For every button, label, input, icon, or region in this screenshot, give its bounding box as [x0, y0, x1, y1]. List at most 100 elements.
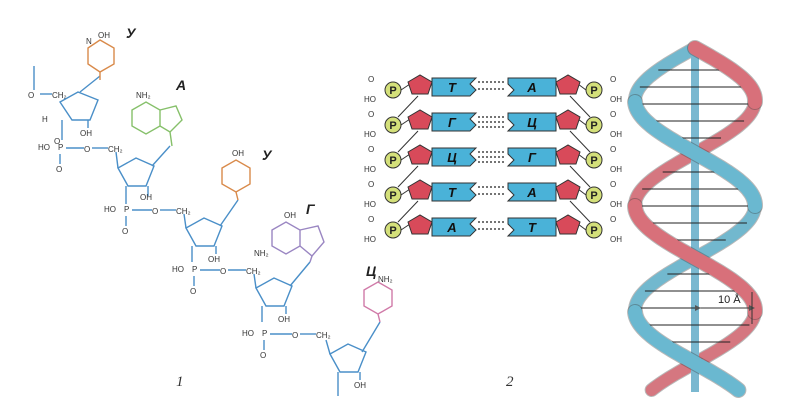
svg-text:OH: OH	[232, 149, 244, 158]
oxygen-label: O	[368, 180, 374, 189]
oxygen-label: O	[610, 145, 616, 154]
oxygen-label: O	[368, 75, 374, 84]
oxygen-label: O	[610, 110, 616, 119]
phosphate-label: P	[590, 190, 597, 202]
base-uracil-2	[221, 159, 251, 201]
helix-axis	[691, 46, 699, 392]
base-block-right	[506, 112, 557, 132]
deoxyribose-left	[407, 179, 433, 200]
svg-text:HO: HO	[242, 329, 254, 338]
svg-text:OH: OH	[278, 315, 290, 324]
phosphate-label: P	[389, 85, 396, 97]
base-letter-left: А	[446, 220, 456, 235]
svg-text:O: O	[292, 331, 298, 340]
svg-text:NH₂: NH₂	[254, 249, 269, 258]
hydroxyl-label: HO	[364, 130, 376, 139]
svg-text:OH: OH	[284, 211, 296, 220]
base-uracil-1	[87, 39, 115, 80]
base-letter-5: Ц	[366, 263, 376, 279]
phosphate-label: P	[590, 155, 597, 167]
hydroxyl-label: HO	[364, 95, 376, 104]
phosphate-label: P	[590, 85, 597, 97]
svg-text:OH: OH	[98, 31, 110, 40]
svg-text:HO: HO	[104, 205, 116, 214]
deoxyribose-right	[555, 214, 581, 235]
base-block-left	[431, 182, 478, 202]
double-helix-panel: 10 Å	[627, 40, 764, 398]
ribose-ring-4	[255, 277, 293, 307]
svg-text:OH: OH	[140, 193, 152, 202]
base-adenine	[131, 101, 183, 147]
base-block-left	[431, 77, 478, 97]
deoxyribose-left	[407, 109, 433, 130]
phosphate-label: P	[389, 120, 396, 132]
hydroxyl-label: OH	[610, 95, 622, 104]
svg-text:CH₂: CH₂	[246, 267, 261, 276]
base-letter-right: А	[526, 185, 536, 200]
strand-a-front	[628, 199, 763, 319]
phosphate-label: P	[590, 120, 597, 132]
atom-o: O	[28, 91, 34, 100]
phosphate-label: P	[590, 225, 597, 237]
hydroxyl-label: OH	[610, 165, 622, 174]
hydroxyl-label: OH	[610, 235, 622, 244]
svg-text:NH₂: NH₂	[136, 91, 151, 100]
base-cytosine	[363, 281, 393, 323]
base-letter-4: Г	[306, 201, 316, 217]
base-letter-left: Т	[448, 80, 457, 95]
oxygen-label: O	[610, 180, 616, 189]
svg-text:O: O	[54, 137, 60, 146]
hydroxyl-label: HO	[364, 165, 376, 174]
base-letter-3: У	[262, 147, 273, 163]
base-letter-right: А	[526, 80, 536, 95]
panel-2-caption: 2	[506, 374, 514, 390]
base-letter-left: Т	[448, 185, 457, 200]
svg-text:P: P	[192, 265, 197, 274]
pitch-label: 10 Å	[718, 293, 741, 306]
base-guanine	[271, 221, 325, 263]
oxygen-label: O	[368, 215, 374, 224]
svg-text:CH₂: CH₂	[108, 145, 123, 154]
svg-text:OH: OH	[80, 129, 92, 138]
base-letter-right: Ц	[527, 115, 537, 130]
svg-text:O: O	[56, 165, 62, 174]
base-block-left	[431, 217, 478, 237]
phosphate-label: P	[389, 155, 396, 167]
phosphate-label: P	[389, 225, 396, 237]
base-letter-1: У	[126, 25, 137, 41]
svg-text:O: O	[190, 287, 196, 296]
base-block-left	[431, 112, 478, 132]
deoxyribose-right	[555, 144, 581, 165]
hydroxyl-label: OH	[610, 130, 622, 139]
base-block-right	[506, 182, 557, 202]
base-letter-2: А	[175, 77, 186, 93]
hydroxyl-label: HO	[364, 200, 376, 209]
svg-text:OH: OH	[208, 255, 220, 264]
ribose-ring-1	[58, 91, 99, 121]
svg-text:CH₂: CH₂	[316, 331, 331, 340]
panel-1-caption: 1	[176, 374, 184, 390]
base-letter-right: Г	[528, 150, 537, 165]
atom-ch2: CH₂	[52, 91, 67, 100]
base-letter-left: Ц	[447, 150, 457, 165]
svg-text:O: O	[220, 267, 226, 276]
phosphate-label: P	[389, 190, 396, 202]
svg-text:O: O	[260, 351, 266, 360]
svg-text:HO: HO	[172, 265, 184, 274]
hydroxyl-label: HO	[364, 235, 376, 244]
svg-text:P: P	[58, 143, 63, 152]
base-block-right	[506, 147, 557, 167]
strand-a-front	[688, 41, 763, 109]
strand-b-front	[628, 95, 762, 213]
base-block-right	[506, 77, 557, 97]
ribose-ring-3	[185, 217, 223, 247]
ribose-ring-2	[117, 157, 155, 187]
ribose-ring-5	[329, 343, 367, 373]
oxygen-label: O	[368, 145, 374, 154]
base-block-right	[506, 217, 557, 237]
svg-text:P: P	[262, 329, 267, 338]
svg-text:OH: OH	[354, 381, 366, 390]
deoxyribose-right	[555, 74, 581, 95]
